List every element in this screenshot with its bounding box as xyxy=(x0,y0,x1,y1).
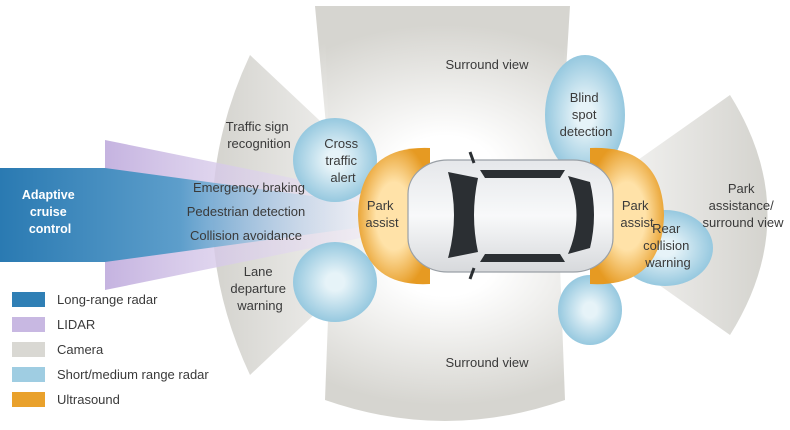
label-blind-spot: Blind spot detection xyxy=(560,90,613,139)
radar-lobe-front-top xyxy=(293,118,377,202)
label-traffic-sign: Traffic sign recognition xyxy=(226,119,292,151)
label-park-assist-rear: Park assist xyxy=(620,198,654,230)
legend-swatch-camera xyxy=(12,342,45,357)
radar-lobe-front-bottom xyxy=(293,242,377,322)
legend-swatch-short-medium-radar xyxy=(12,367,45,382)
radar-lobe-rear-bottom xyxy=(558,275,622,345)
legend-swatch-lidar xyxy=(12,317,45,332)
label-rear-collision: Rear collision warning xyxy=(643,221,693,270)
legend-label-short-medium-radar: Short/medium range radar xyxy=(57,367,209,382)
label-collision-avoidance: Collision avoidance xyxy=(190,228,302,243)
radar-lobe-blind-spot xyxy=(545,55,625,175)
label-lane-departure: Lane departure warning xyxy=(230,264,289,313)
legend-label-long-range-radar: Long-range radar xyxy=(57,292,158,307)
legend-label-ultrasound: Ultrasound xyxy=(57,392,120,407)
label-park-assistance-surround: Park assistance/ surround view xyxy=(703,181,785,230)
legend: Long-range radar LIDAR Camera Short/medi… xyxy=(12,292,209,407)
car-top-view xyxy=(407,151,614,280)
legend-label-camera: Camera xyxy=(57,342,104,357)
legend-swatch-long-range-radar xyxy=(12,292,45,307)
label-emergency-braking: Emergency braking xyxy=(193,180,305,195)
label-surround-view-bottom: Surround view xyxy=(445,355,529,370)
camera-bottom-sector xyxy=(325,265,565,421)
long-range-radar-beam xyxy=(0,168,400,262)
label-cross-traffic-alert: Cross traffic alert xyxy=(324,136,362,185)
label-adaptive-cruise: Adaptive cruise control xyxy=(22,188,78,236)
label-pedestrian-detection: Pedestrian detection xyxy=(187,204,306,219)
label-park-assist-front: Park assist xyxy=(365,198,399,230)
legend-swatch-ultrasound xyxy=(12,392,45,407)
label-surround-view-top: Surround view xyxy=(445,57,529,72)
legend-label-lidar: LIDAR xyxy=(57,317,95,332)
camera-top-arc xyxy=(325,9,565,168)
